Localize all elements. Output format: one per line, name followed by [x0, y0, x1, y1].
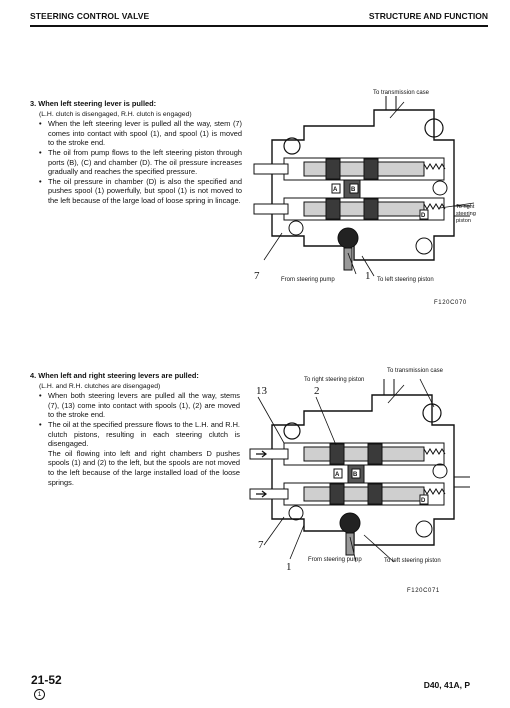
label-to-left-steering-piston: To left steering piston — [384, 558, 441, 564]
svg-text:D: D — [421, 213, 426, 219]
list-item: •The oil from pump flows to the left ste… — [39, 147, 242, 177]
list-item: •When both steering levers are pulled al… — [39, 391, 240, 420]
label-to-right-steering-piston: To right steering piston — [304, 377, 365, 383]
header-rule — [30, 25, 488, 27]
section-4-title: 4. When left and right steering levers a… — [30, 371, 199, 380]
label-to-transmission-case: To transmission case — [373, 90, 430, 96]
list-item: •The oil pressure in chamber (D) is also… — [39, 176, 242, 205]
callout-1: 1 — [365, 270, 371, 282]
figure-1-drawing: A B D — [253, 96, 475, 277]
callout-7: 7 — [258, 539, 264, 551]
revision-mark: 1 — [34, 689, 45, 700]
svg-text:B: B — [351, 187, 356, 193]
figure-2-code: F120C071 — [407, 588, 440, 594]
page-header: STEERING CONTROL VALVE STRUCTURE AND FUN… — [30, 8, 488, 26]
section-3-text: 3. When left steering lever is pulled: (… — [30, 99, 242, 206]
label-to-transmission-case: To transmission case — [387, 368, 444, 374]
list-item: •The oil at the specified pressure flows… — [39, 419, 240, 449]
section-4-subtitle: (L.H. and R.H. clutches are disengaged) — [39, 382, 161, 390]
figure-2-valve-diagram: A B D To transmission case To right stee… — [244, 367, 490, 582]
callout-1: 1 — [286, 561, 292, 573]
callout-2: 2 — [314, 385, 320, 397]
callout-13: 13 — [256, 385, 267, 397]
callout-7: 7 — [254, 270, 260, 282]
section-4-paragraph: The oil flowing into left and right cham… — [48, 448, 240, 487]
label-to-left-steering-piston: To left steering piston — [377, 277, 434, 283]
label-from-steering-pump: From steering pump — [281, 277, 335, 283]
section-3-title: 3. When left steering lever is pulled: — [30, 99, 157, 108]
section-4-text: 4. When left and right steering levers a… — [30, 371, 240, 487]
header-section-title: STEERING CONTROL VALVE — [30, 11, 150, 21]
list-item: •When the left steering lever is pulled … — [39, 119, 242, 148]
section-3-bullets: •When the left steering lever is pulled … — [30, 119, 242, 205]
label-from-steering-pump: From steering pump — [308, 557, 362, 563]
page-number: 21-52 — [31, 673, 62, 687]
header-chapter-title: STRUCTURE AND FUNCTION — [368, 11, 488, 21]
svg-text:A: A — [333, 187, 338, 193]
svg-text:A: A — [335, 472, 340, 478]
section-4-bullets: •When both steering levers are pulled al… — [30, 391, 240, 449]
svg-text:D: D — [421, 498, 426, 504]
model-designation: D40, 41A, P — [423, 680, 470, 690]
svg-text:B: B — [353, 472, 358, 478]
figure-1-valve-diagram: A B D To transmission case To right stee… — [244, 88, 490, 294]
label-to-right-steering-piston: To right steering piston — [456, 204, 476, 224]
figure-2-drawing: A B D — [249, 378, 470, 563]
section-3-subtitle: (L.H. clutch is disengaged, R.H. clutch … — [39, 110, 192, 118]
figure-1-code: F120C070 — [434, 300, 467, 306]
